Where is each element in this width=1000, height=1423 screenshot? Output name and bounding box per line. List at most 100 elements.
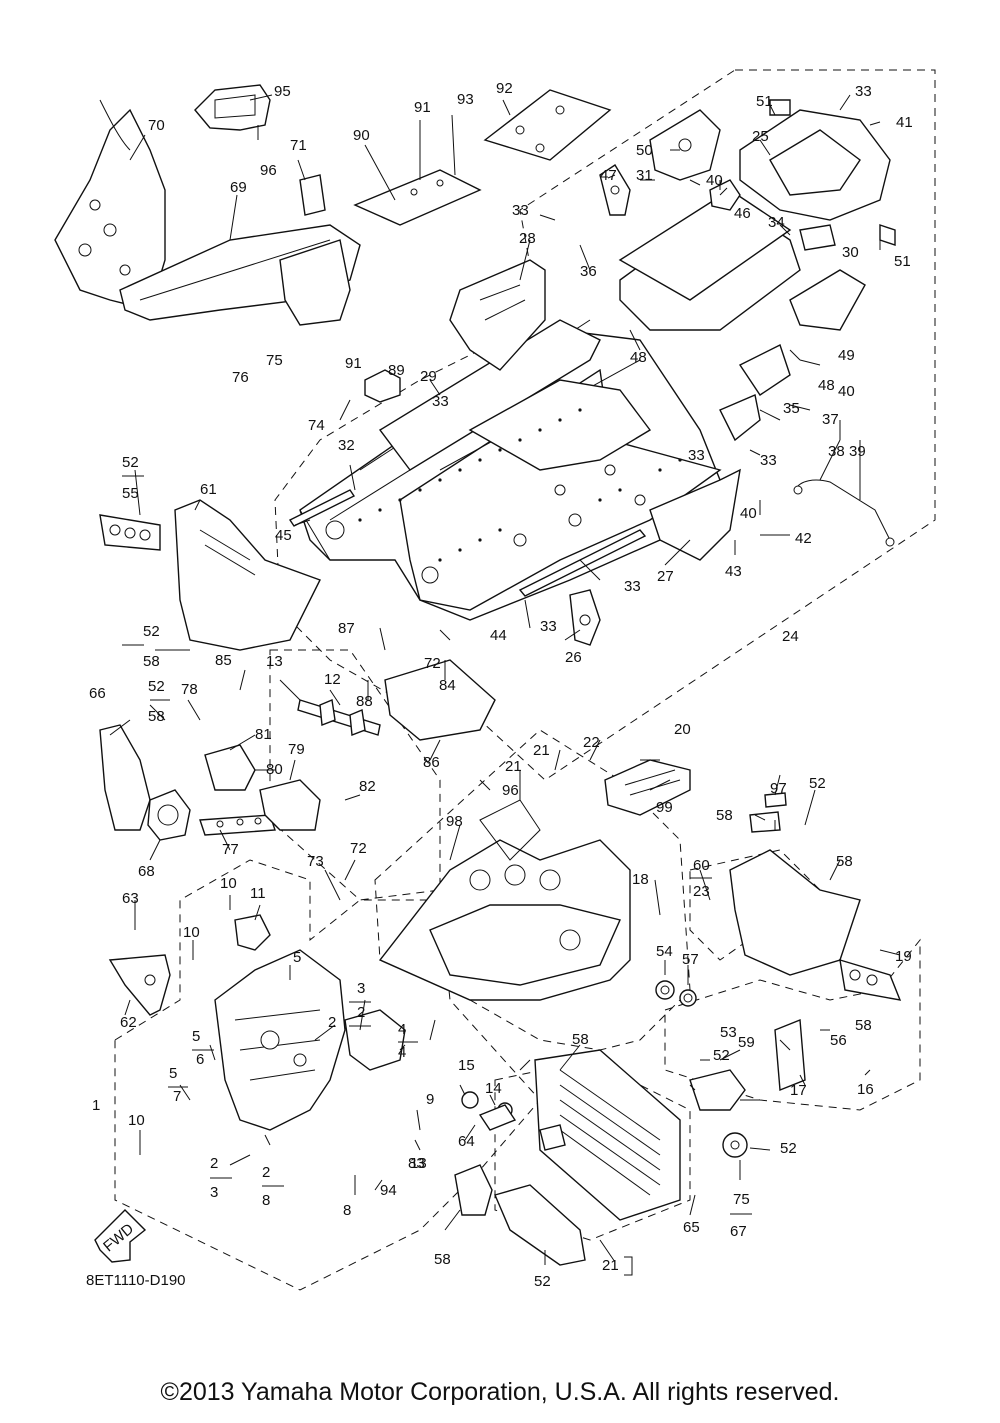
callout-label: 81 [255, 726, 272, 743]
bracket-71 [299, 174, 326, 216]
block-95 [194, 84, 271, 131]
cover-67 [454, 1164, 493, 1216]
callout-label: 58 [836, 853, 853, 870]
callout-label: 2 [328, 1014, 336, 1031]
bracket-57 [774, 1018, 806, 1092]
diagram-code: 8ET1110-D190 [86, 1272, 186, 1289]
callout-label: 13 [266, 653, 283, 670]
callout-label: 40 [740, 505, 757, 522]
callout-label: 57 [682, 951, 699, 968]
callout-label: 3 [357, 980, 365, 997]
callout-label: 61 [200, 481, 217, 498]
callout-label: 17 [790, 1082, 807, 1099]
callout-label: 5 [192, 1028, 200, 1045]
callout-label: 40 [706, 172, 723, 189]
callout-label: 84 [439, 677, 456, 694]
callout-label: 71 [290, 137, 307, 154]
callout-label: 39 [849, 443, 866, 460]
callout-label: 76 [232, 369, 249, 386]
copyright-notice: ©2013 Yamaha Motor Corporation, U.S.A. A… [160, 1378, 840, 1406]
callout-label: 48 [630, 349, 647, 366]
callout-label: 91 [414, 99, 431, 116]
callout-label: 29 [420, 368, 437, 385]
callout-label: 20 [674, 721, 691, 738]
callout-label: 78 [181, 681, 198, 698]
callout-label: 83 [408, 1155, 425, 1172]
callout-label: 75 [733, 1191, 750, 1208]
guard-56 [689, 1069, 746, 1111]
callout-label: 45 [275, 527, 292, 544]
callout-label: 33 [688, 447, 705, 464]
rear-frame-section [618, 99, 896, 442]
callout-label: 4 [398, 1044, 406, 1061]
callout-label: 90 [353, 127, 370, 144]
callout-label: 82 [359, 778, 376, 795]
guard-66 [99, 724, 151, 831]
callout-label: 52 [809, 775, 826, 792]
callout-label: 56 [830, 1032, 847, 1049]
callout-label: 72 [424, 655, 441, 672]
callout-label: 58 [855, 1017, 872, 1034]
duct-65 [494, 1184, 586, 1266]
callout-label: 62 [120, 1014, 137, 1031]
engine-cradle [378, 799, 631, 1001]
callout-label: 93 [457, 91, 474, 108]
callout-label: 26 [565, 649, 582, 666]
bracket-61 [174, 499, 321, 651]
block-89 [364, 369, 401, 403]
callout-label: 14 [485, 1080, 502, 1097]
plate-90 [353, 169, 482, 226]
bracket-28 [449, 259, 546, 371]
callout-label: 75 [266, 352, 283, 369]
callout-label: 2 [210, 1155, 218, 1172]
callout-label: 98 [446, 813, 463, 830]
callout-label: 31 [636, 167, 653, 184]
callout-label: 10 [220, 875, 237, 892]
callout-label: 59 [738, 1034, 755, 1051]
callout-label: 96 [260, 162, 277, 179]
callout-label: 87 [338, 620, 355, 637]
callout-label: 58 [434, 1251, 451, 1268]
panel-under-71 [279, 239, 351, 326]
callout-label: 72 [350, 840, 367, 857]
callout-label: 21 [505, 758, 522, 775]
callout-label: 86 [423, 754, 440, 771]
callout-label: 1 [92, 1097, 100, 1114]
callout-label: 58 [716, 807, 733, 824]
shaft-12 [297, 699, 381, 736]
radiator-outline [494, 1059, 691, 1241]
callout-label: 21 [602, 1257, 619, 1274]
callout-label: 33 [540, 618, 557, 635]
callout-label: 3 [210, 1184, 218, 1201]
callout-label: 52 [122, 454, 139, 471]
fwd-arrow: FWD [94, 1209, 147, 1263]
callout-label: 95 [274, 83, 291, 100]
callout-label: 58 [148, 708, 165, 725]
callout-label: 97 [770, 780, 787, 797]
callout-label: 5 [293, 949, 301, 966]
callout-label: 55 [122, 485, 139, 502]
callout-label: 47 [600, 167, 617, 184]
callout-label: 80 [266, 761, 283, 778]
callout-label: 51 [894, 253, 911, 270]
callout-label: 25 [752, 128, 769, 145]
bracket-62 [108, 954, 171, 1016]
bracket-79 [259, 779, 321, 831]
callout-label: 46 [734, 205, 751, 222]
callout-label: 50 [636, 142, 653, 159]
callout-label: 27 [657, 568, 674, 585]
front-bulkhead [214, 949, 346, 1131]
callout-label: 4 [398, 1021, 406, 1038]
bracket-right-front [344, 1009, 406, 1071]
callout-label: 60 [693, 857, 710, 874]
callout-label: 68 [138, 863, 155, 880]
callout-label: 44 [490, 627, 507, 644]
callout-label: 7 [173, 1088, 181, 1105]
callout-label: 8 [343, 1202, 351, 1219]
callout-label: 94 [380, 1182, 397, 1199]
callout-label: 79 [288, 741, 305, 758]
bracket-27 [649, 468, 741, 561]
callout-label: 6 [196, 1051, 204, 1068]
plate-55 [99, 514, 161, 551]
seal-19 [679, 989, 697, 1007]
